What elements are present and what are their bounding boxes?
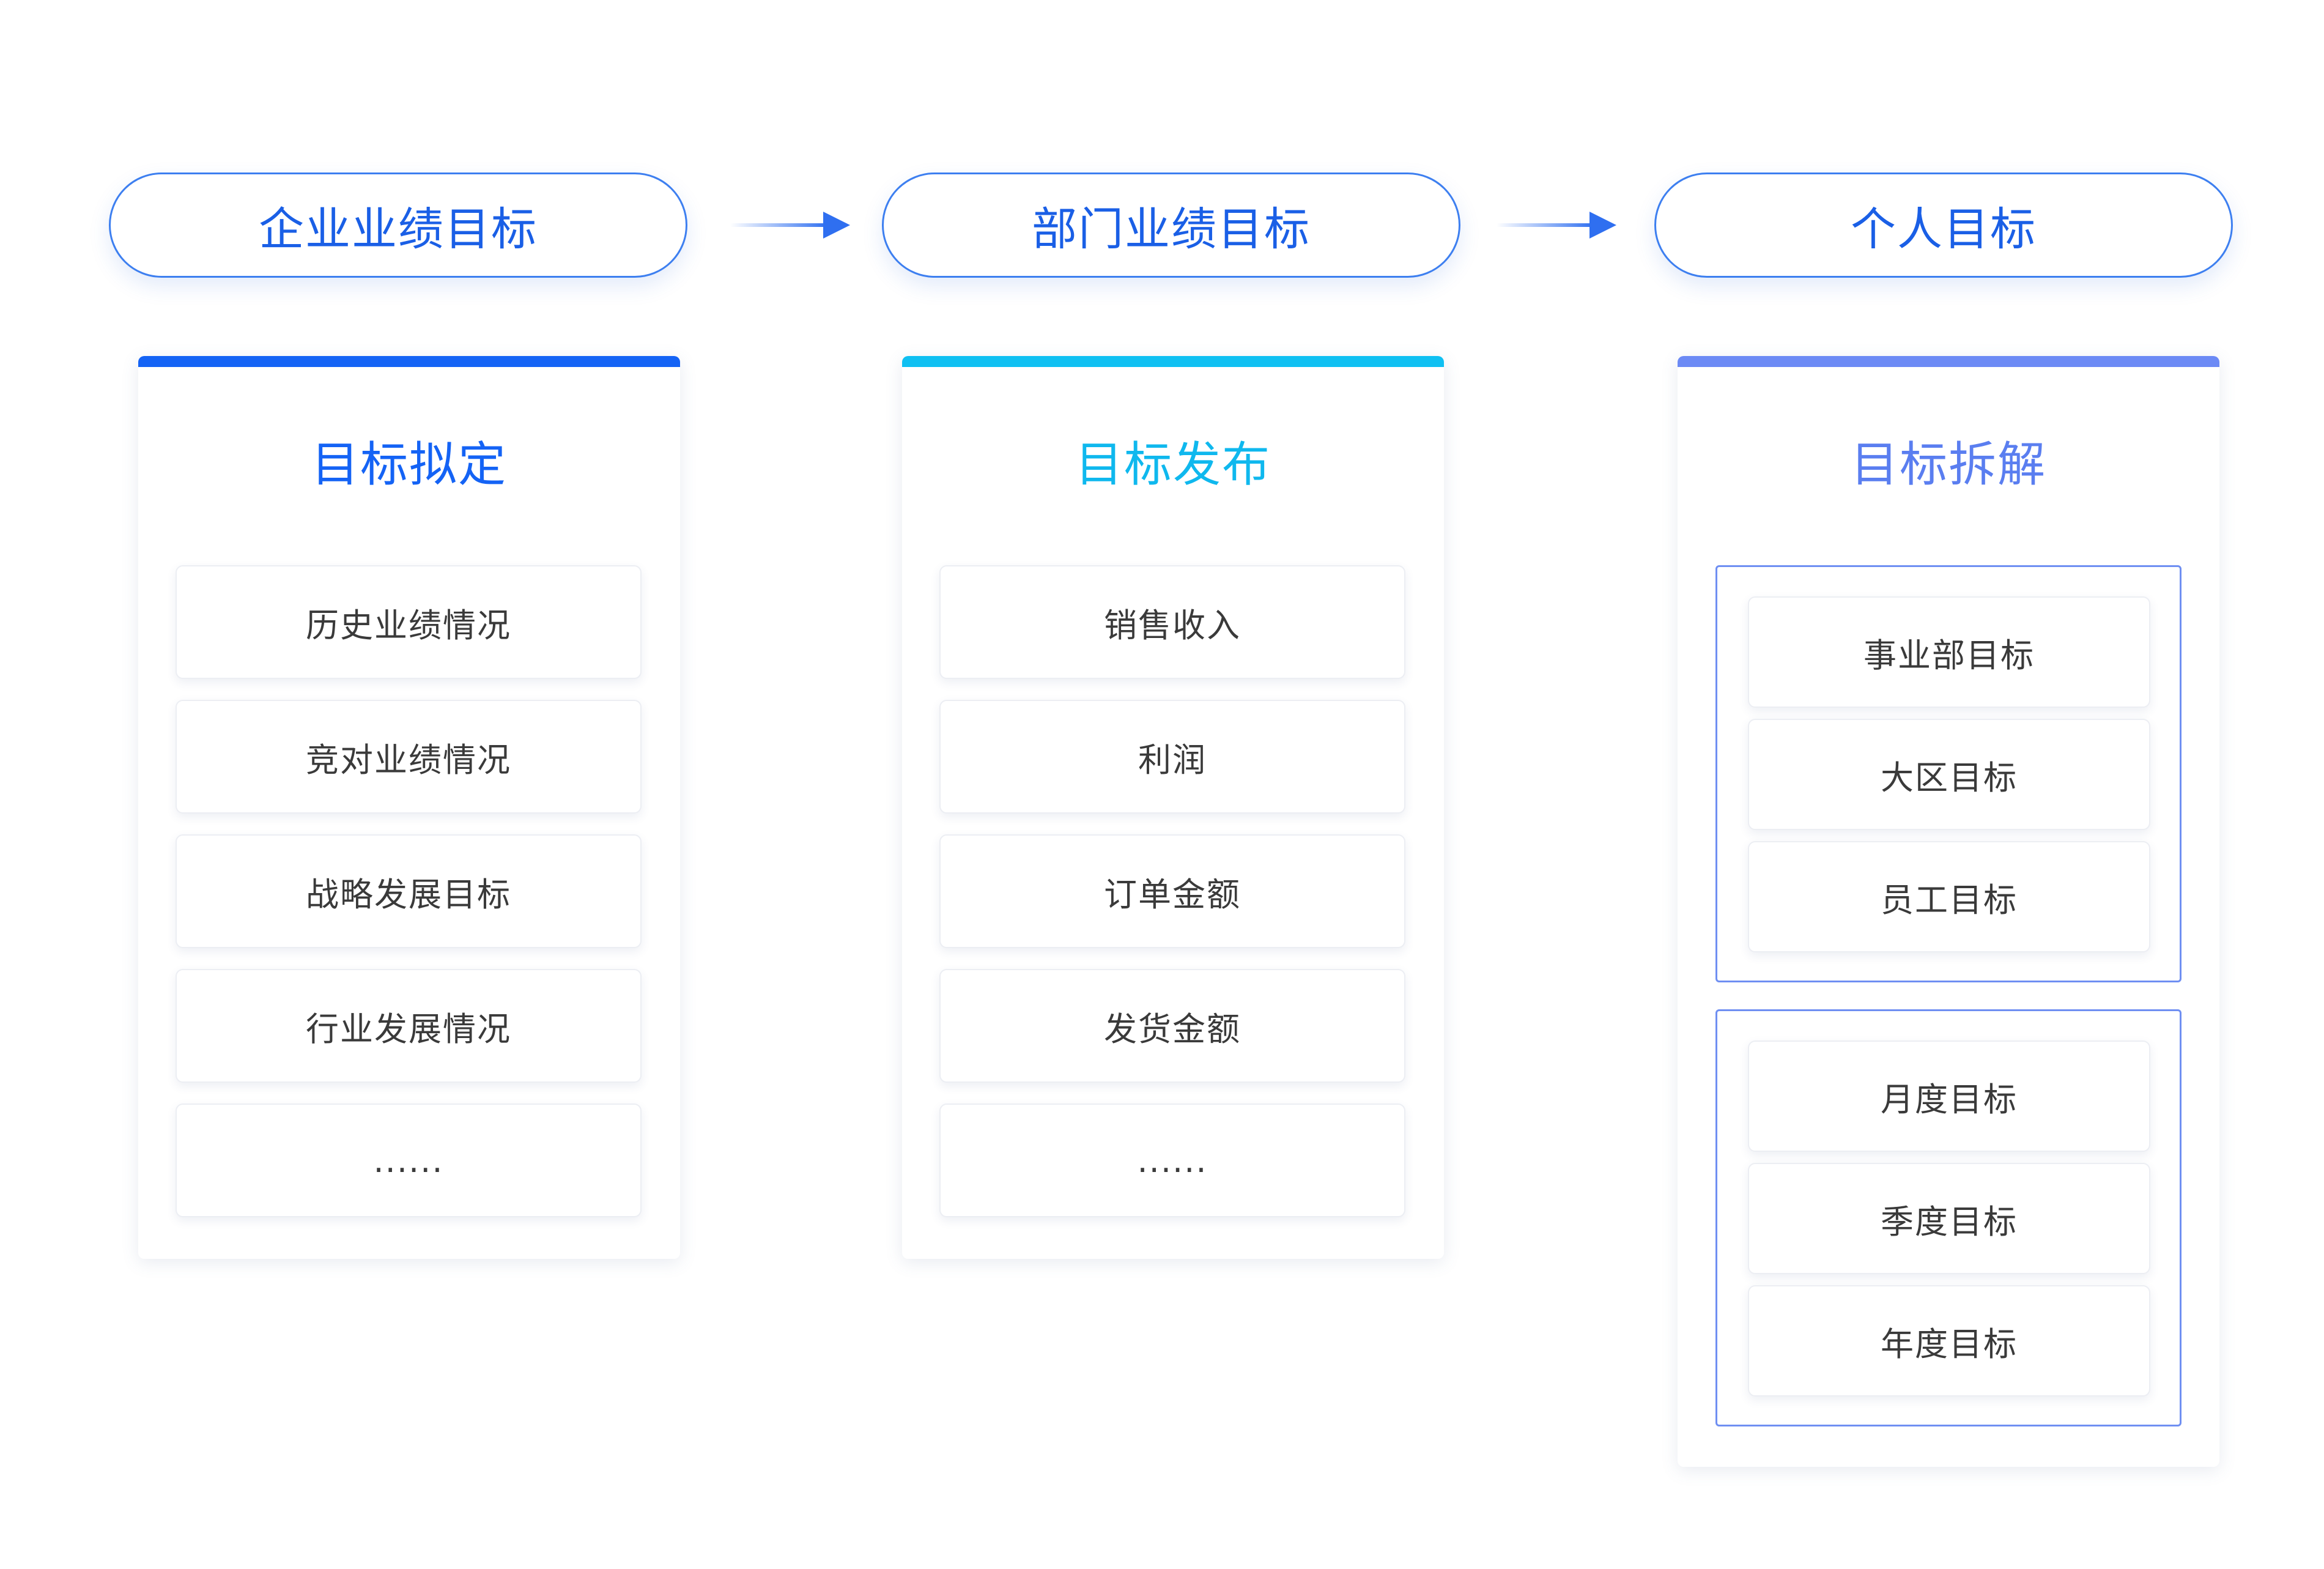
list-item: 月度目标 xyxy=(1748,1040,2150,1152)
list-item: 发货金额 xyxy=(939,969,1405,1083)
list-item: 历史业绩情况 xyxy=(176,565,642,679)
stage-pill-department-performance-goal: 部门业绩目标 xyxy=(882,172,1460,278)
list-item-label: ...... xyxy=(1137,1141,1208,1180)
arrow-right-icon xyxy=(730,212,850,239)
list-item: ...... xyxy=(939,1103,1405,1217)
list-item: 订单金额 xyxy=(939,834,1405,948)
stage-label: 企业业绩目标 xyxy=(259,202,538,256)
breakdown-group-organization: 事业部目标 大区目标 员工目标 xyxy=(1715,565,2182,982)
stage-pill-enterprise-performance-goal: 企业业绩目标 xyxy=(109,172,687,278)
column-title: 目标拆解 xyxy=(1850,437,2046,492)
column-accent-bar xyxy=(138,356,680,367)
column-goal-publishing: 目标发布 销售收入 利润 订单金额 发货金额 ...... xyxy=(902,356,1444,1259)
list-item-label: ...... xyxy=(373,1141,444,1180)
list-item: 利润 xyxy=(939,700,1405,814)
column-accent-bar xyxy=(902,356,1444,367)
stage-label: 个人目标 xyxy=(1851,202,2037,256)
list-item-label: 年度目标 xyxy=(1881,1324,2018,1363)
column-title: 目标发布 xyxy=(1075,437,1271,492)
list-item-label: 订单金额 xyxy=(1104,875,1241,914)
list-item-label: 历史业绩情况 xyxy=(306,606,511,645)
stage-pill-personal-goal: 个人目标 xyxy=(1654,172,2233,278)
breakdown-group-time: 月度目标 季度目标 年度目标 xyxy=(1715,1009,2182,1426)
list-item: 年度目标 xyxy=(1748,1285,2150,1397)
list-item-label: 员工目标 xyxy=(1881,880,2018,919)
list-item: 销售收入 xyxy=(939,565,1405,679)
list-item: 战略发展目标 xyxy=(176,834,642,948)
list-item: 大区目标 xyxy=(1748,719,2150,830)
list-item-label: 利润 xyxy=(1138,740,1207,779)
column-goal-breakdown: 目标拆解 事业部目标 大区目标 员工目标 月度目标 季度目标 年度目标 xyxy=(1678,356,2219,1467)
column-goal-setting: 目标拟定 历史业绩情况 竞对业绩情况 战略发展目标 行业发展情况 ...... xyxy=(138,356,680,1259)
list-item-label: 月度目标 xyxy=(1881,1080,2018,1119)
list-item-label: 事业部目标 xyxy=(1863,636,2035,675)
list-item: 员工目标 xyxy=(1748,841,2150,952)
list-item: 行业发展情况 xyxy=(176,969,642,1083)
list-item: 季度目标 xyxy=(1748,1163,2150,1274)
list-item: 竞对业绩情况 xyxy=(176,700,642,814)
arrow-right-icon xyxy=(1497,212,1616,239)
list-item-label: 季度目标 xyxy=(1881,1202,2018,1241)
column-accent-bar xyxy=(1678,356,2219,367)
list-item-label: 行业发展情况 xyxy=(306,1009,511,1048)
list-item: ...... xyxy=(176,1103,642,1217)
stage-label: 部门业绩目标 xyxy=(1032,202,1311,256)
column-title: 目标拟定 xyxy=(311,437,507,492)
list-item-label: 大区目标 xyxy=(1881,758,2018,797)
list-item-label: 发货金额 xyxy=(1104,1009,1241,1048)
list-item: 事业部目标 xyxy=(1748,596,2150,708)
list-item-label: 竞对业绩情况 xyxy=(306,740,511,779)
list-item-label: 战略发展目标 xyxy=(306,875,511,914)
list-item-label: 销售收入 xyxy=(1104,606,1241,645)
